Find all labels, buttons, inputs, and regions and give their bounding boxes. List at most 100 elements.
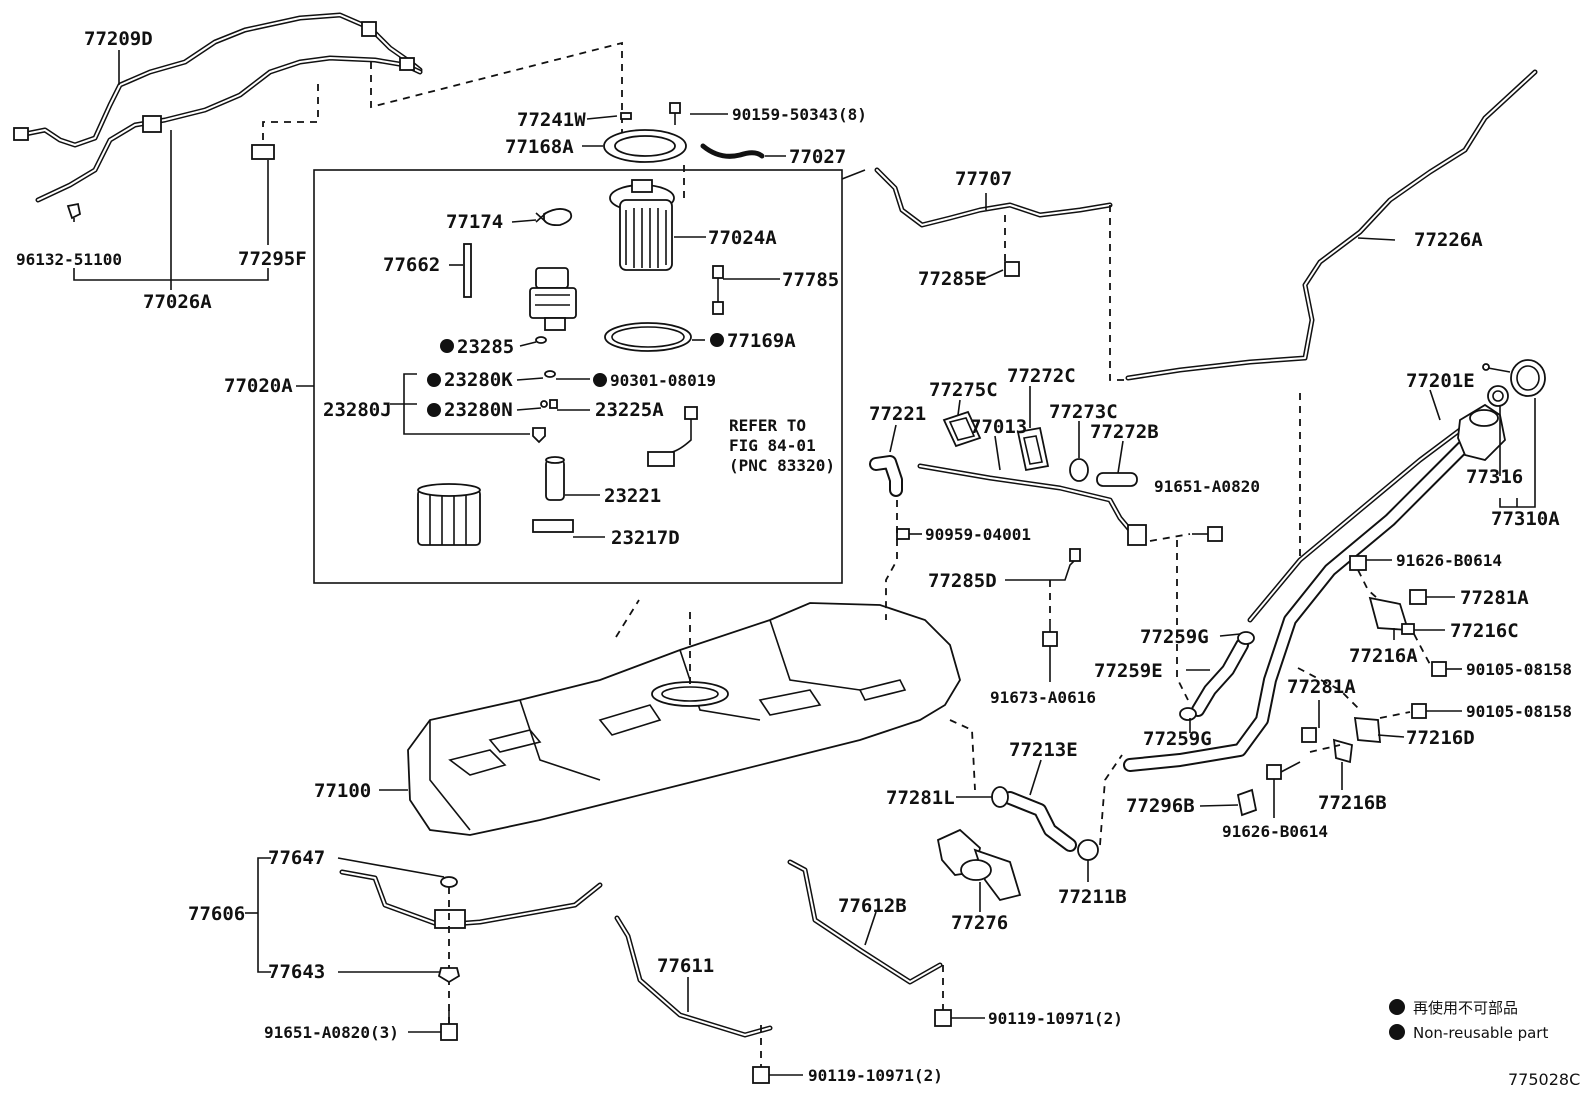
fuel-pump-23221 [545,456,565,501]
label-91651-a: 91651-A0820 [1154,477,1260,496]
filler-pipe-77201e [1123,403,1506,772]
label-77026a: 77026A [143,291,212,313]
label-77259g-b: 77259G [1143,728,1212,750]
fuel-sender-module [529,267,577,331]
label-91626-a: 91626-B0614 [1396,551,1502,570]
label-23280n: 23280N [444,399,513,421]
clip-77241w [620,112,632,120]
label-77216b: 77216B [1318,792,1387,814]
legend-jp: 再使用不可部品 [1413,999,1518,1017]
legend-dot-jp [1389,999,1405,1015]
bracket-77216b [1332,738,1353,764]
fuel-reservoir-cup [417,483,481,546]
fuel-pump-module-77024a [609,179,675,271]
label-77211b: 77211B [1058,886,1127,908]
label-77272b: 77272B [1090,421,1159,443]
fuel-line-77026a [35,55,423,203]
pump-wire-harness [647,406,698,467]
label-77316: 77316 [1466,466,1523,488]
label-77275c: 77275C [929,379,998,401]
label-77169a: 77169A [727,330,796,352]
label-77216d: 77216D [1406,727,1475,749]
fuel-tank-77100 [407,602,961,836]
legend-dot-en [1389,1024,1405,1040]
label-77216c: 77216C [1450,620,1519,642]
label-77647: 77647 [268,847,325,869]
bracket-77216d [1353,717,1381,743]
label-90959: 90959-04001 [925,525,1031,544]
clip-90959 [896,528,910,540]
clamp-96132 [66,202,82,222]
label-90119-a: 90119-10971(2) [988,1009,1123,1028]
clip-77174 [535,208,573,227]
retainer-ring-77168a [603,129,687,163]
label-77662: 77662 [383,254,440,276]
label-91673: 91673-A0616 [990,688,1096,707]
wire-77027 [700,143,765,159]
label-77013: 77013 [970,416,1027,438]
filter-23217d [532,519,574,533]
fuel-inlet-77276 [936,828,1022,902]
label-77612b: 77612B [838,895,907,917]
label-77273c: 77273C [1049,401,1118,423]
o-ring-23285 [535,336,547,344]
bracket-77216c [1368,596,1415,635]
label-77174: 77174 [446,211,503,233]
plate-77272c [1016,426,1050,472]
bolt-91673 [1042,620,1058,647]
label-77100: 77100 [314,780,371,802]
bolt-90119-a [934,1009,952,1027]
bolt-91651-a [1192,526,1223,542]
label-23280k: 23280K [444,369,513,391]
label-refer-3: (PNC 83320) [729,456,835,475]
legend: 再使用不可部品 Non-reusable part [1389,999,1548,1042]
bolt-90105-a [1431,661,1447,677]
label-77285e: 77285E [918,268,987,290]
label-refer-2: FIG 84-01 [729,436,816,455]
label-77024a: 77024A [708,227,777,249]
label-77168a: 77168A [505,136,574,158]
label-23217d: 23217D [611,527,680,549]
tank-strap-77612b [787,859,943,985]
tank-strap-77606 [339,869,603,929]
tank-strap-77611 [614,915,773,1038]
hose-77221 [869,455,903,497]
label-77785: 77785 [782,269,839,291]
label-77209d: 77209D [84,28,153,50]
clip-77295f [251,144,275,160]
label-77295f: 77295F [238,248,307,270]
nut-77643 [437,967,461,984]
label-23280j: 23280J [323,399,392,421]
fill-vent-line-77226a [1125,69,1538,381]
clip-91626-a [1349,555,1367,571]
label-77221: 77221 [869,403,926,425]
label-77027: 77027 [789,146,846,168]
label-91651-b: 91651-A0820(3) [264,1023,399,1042]
label-77216a: 77216A [1349,645,1418,667]
label-77020a: 77020A [224,375,293,397]
label-77276: 77276 [951,912,1008,934]
tube-77272b [1096,472,1138,487]
label-77259g-a: 77259G [1140,626,1209,648]
gasket-77316 [1487,385,1509,407]
label-23221: 23221 [604,485,661,507]
label-77707: 77707 [955,168,1012,190]
label-77281a-b: 77281A [1287,676,1356,698]
label-91626-b: 91626-B0614 [1222,822,1328,841]
fuel-line-77209d [13,12,423,148]
label-77201e: 77201E [1406,370,1475,392]
clamp-77211b [1077,839,1099,861]
label-77281a-a: 77281A [1460,587,1529,609]
label-77281l: 77281L [886,787,955,809]
hose-77213e [991,786,1077,852]
clamp-77296b [1236,788,1258,817]
gasket-77169a [604,322,692,352]
label-77606: 77606 [188,903,245,925]
clip-77281a-b [1301,727,1317,743]
clip-77647 [440,876,458,888]
label-77259e: 77259E [1094,660,1163,682]
leader-lines [118,50,1462,1076]
label-77310a: 77310A [1491,508,1560,530]
legend-en: Non-reusable part [1413,1024,1548,1042]
bolt-90105-b [1411,703,1427,719]
